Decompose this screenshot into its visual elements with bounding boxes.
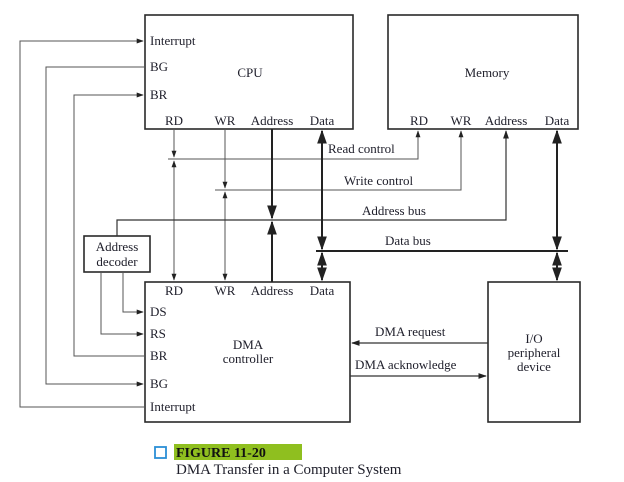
cpu-pin-rd: RD	[165, 113, 183, 128]
write-control-label: Write control	[344, 173, 414, 188]
dma-pin-ds: DS	[150, 304, 167, 319]
dma-pin-br: BR	[150, 348, 168, 363]
cpu-pin-wr: WR	[215, 113, 236, 128]
dma-pin-address: Address	[251, 283, 294, 298]
memory-box	[387, 14, 579, 130]
address-decoder-block: Address decoder	[83, 235, 151, 273]
dma-pin-rs: RS	[150, 326, 166, 341]
io-device-line1: I/O	[525, 331, 542, 346]
wire-bus-request	[73, 92, 145, 357]
wire-dma-select	[122, 272, 144, 315]
caption-subtitle: DMA Transfer in a Computer System	[176, 462, 402, 478]
caption-title: FIGURE 11-20	[176, 446, 266, 461]
dma-pin-data: Data	[310, 283, 335, 298]
memory-pin-wr: WR	[451, 113, 472, 128]
dma-acknowledge-label: DMA acknowledge	[355, 357, 457, 372]
wire-bus-grant	[45, 66, 145, 387]
memory-pin-data: Data	[545, 113, 570, 128]
io-device-box	[487, 281, 581, 423]
wire-register-select	[100, 272, 144, 337]
cpu-pin-br: BR	[150, 87, 168, 102]
cpu-pin-interrupt: Interrupt	[150, 33, 196, 48]
dma-controller-block: DMA controller RD WR Address Data DS RS …	[144, 281, 351, 423]
address-bus-line	[116, 130, 509, 236]
cpu-block: CPU Interrupt BG BR RD WR Address Data	[144, 14, 354, 130]
address-decoder-line2: decoder	[96, 254, 138, 269]
dma-pin-interrupt: Interrupt	[150, 399, 196, 414]
write-control-line	[215, 130, 464, 191]
cpu-pin-bg: BG	[150, 59, 168, 74]
data-bus-label: Data bus	[385, 233, 431, 248]
io-device-line2: peripheral	[508, 345, 561, 360]
memory-title: Memory	[465, 65, 510, 80]
dma-pin-rd: RD	[165, 283, 183, 298]
figure-caption: FIGURE 11-20 DMA Transfer in a Computer …	[154, 444, 402, 478]
dma-controller-box	[144, 281, 351, 423]
read-control-line	[168, 130, 421, 160]
caption-highlight	[174, 444, 302, 460]
dma-pin-wr: WR	[215, 283, 236, 298]
address-decoder-line1: Address	[96, 239, 139, 254]
io-device-block: I/O peripheral device	[487, 281, 581, 423]
dma-request-label: DMA request	[375, 324, 446, 339]
cpu-pin-data: Data	[310, 113, 335, 128]
address-bus-label: Address bus	[362, 203, 426, 218]
memory-block: Memory RD WR Address Data	[387, 14, 579, 130]
dma-controller-line2: controller	[223, 351, 274, 366]
read-control-label: Read control	[328, 141, 395, 156]
dma-pin-bg: BG	[150, 376, 168, 391]
memory-pin-address: Address	[485, 113, 528, 128]
cpu-title: CPU	[237, 65, 263, 80]
wire-interrupt	[19, 38, 145, 408]
dma-controller-line1: DMA	[233, 337, 264, 352]
caption-marker-icon	[154, 446, 167, 459]
cpu-pin-address: Address	[251, 113, 294, 128]
cpu-box	[144, 14, 354, 130]
io-device-line3: device	[517, 359, 551, 374]
memory-pin-rd: RD	[410, 113, 428, 128]
